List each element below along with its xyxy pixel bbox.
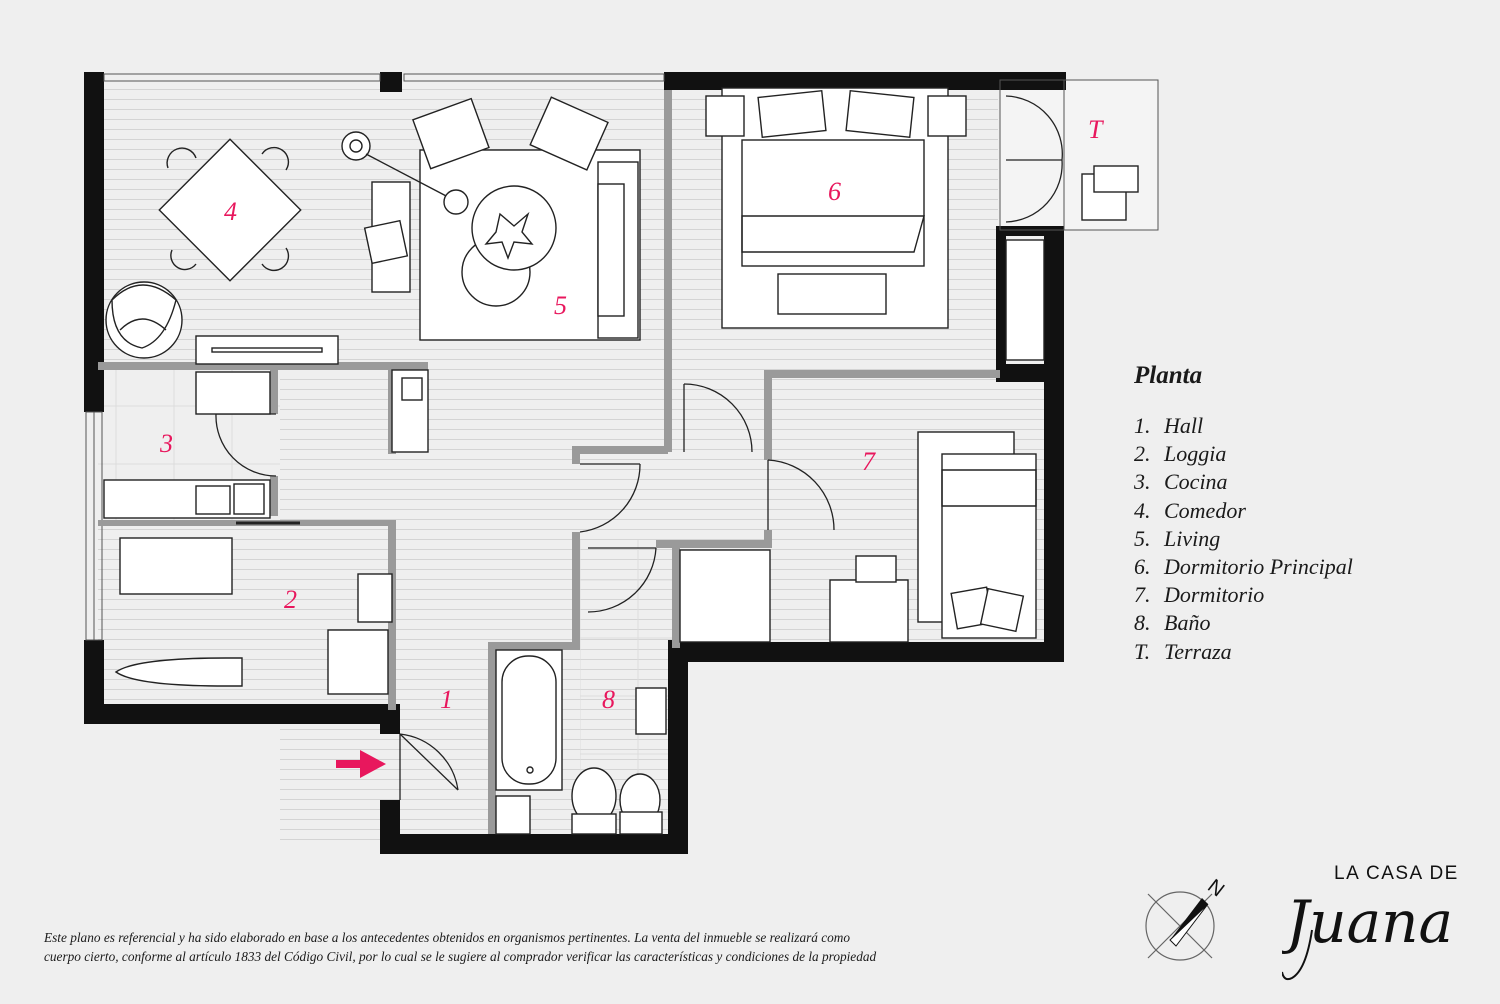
legend-item: 6. Dormitorio Principal: [1134, 553, 1353, 581]
compass-letter: N: [1203, 875, 1228, 901]
room-label-1: 1: [440, 685, 453, 714]
legend-name: Dormitorio: [1164, 582, 1265, 608]
legend-item: 2. Loggia: [1134, 440, 1353, 468]
legend-title: Planta: [1134, 362, 1203, 389]
compass-icon: N: [1145, 875, 1228, 961]
entrance-arrow: [336, 750, 386, 778]
legend-name: Cocina: [1164, 469, 1228, 495]
room-label-2: 2: [284, 585, 297, 614]
legend-item: 7. Dormitorio: [1134, 581, 1353, 609]
legend-number: 5.: [1134, 525, 1151, 551]
room-label-5: 5: [554, 291, 567, 320]
brand-logo: Juana: [1282, 888, 1453, 981]
room-label-3: 3: [159, 429, 173, 458]
legend-number: 6.: [1134, 554, 1151, 580]
brand-script-text: Juana: [1282, 888, 1453, 956]
legend-item: T. Terraza: [1134, 638, 1353, 666]
disclaimer: Este plano es referencial y ha sido elab…: [44, 928, 1124, 966]
room-label-7: 7: [862, 447, 876, 476]
legend-number: 1.: [1134, 413, 1151, 438]
legend-item: 5. Living: [1134, 525, 1353, 553]
doors: [215, 95, 1063, 800]
legend-item: 4. Comedor: [1134, 497, 1353, 525]
legend-name: Hall: [1164, 413, 1204, 438]
exterior-walls: [84, 72, 1066, 854]
legend-number: 7.: [1134, 582, 1151, 608]
room-label-4: 4: [224, 197, 237, 226]
legend-number: 8.: [1134, 610, 1151, 636]
room-label-8: 8: [602, 685, 615, 714]
legend-name: Baño: [1164, 610, 1211, 636]
disclaimer-line-2: cuerpo cierto, conforme al artículo 1833…: [44, 949, 877, 964]
furniture: [103, 87, 1139, 835]
legend-name: Loggia: [1164, 441, 1227, 467]
disclaimer-line-1: Este plano es referencial y ha sido elab…: [44, 930, 851, 945]
legend-name: Terraza: [1164, 638, 1232, 664]
legend-number: 2.: [1134, 441, 1151, 467]
legend-number: 4.: [1134, 497, 1151, 523]
legend-item: 3. Cocina: [1134, 468, 1353, 496]
legend-number: 3.: [1134, 469, 1151, 495]
legend-name: Living: [1164, 525, 1221, 551]
room-label-t: T: [1088, 115, 1104, 144]
legend-name: Dormitorio Principal: [1164, 554, 1353, 580]
legend-item: 1. Hall: [1134, 412, 1353, 440]
legend-item: 8. Baño: [1134, 609, 1353, 637]
room-label-6: 6: [828, 177, 841, 206]
legend-name: Comedor: [1164, 497, 1246, 523]
brand-name-top: LA CASA DE: [1334, 863, 1459, 884]
legend-number: T.: [1134, 638, 1151, 664]
legend-list: 1. Hall 2. Loggia 3. Cocina 4. Comedor 5. Liv…: [1134, 412, 1353, 666]
legend: Planta 1. Hall 2. Loggia 3. Cocina 4. Comedo…: [1134, 362, 1353, 666]
